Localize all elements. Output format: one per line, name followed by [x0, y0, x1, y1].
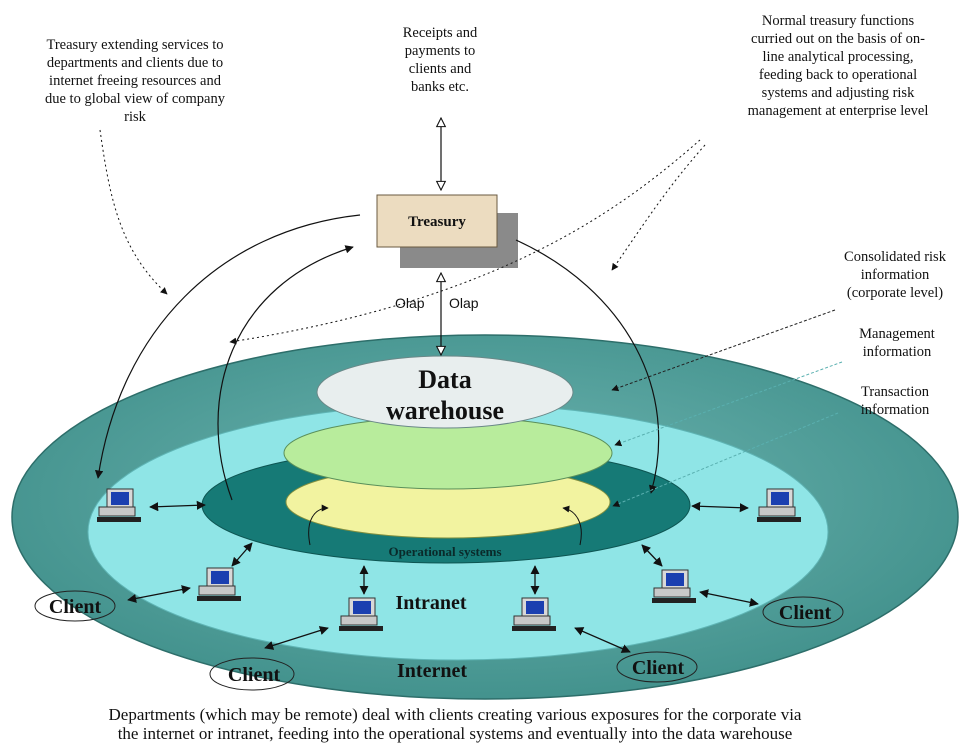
link-client-right: [699, 589, 759, 607]
management-pointer: [614, 361, 843, 447]
intranet-label: Intranet: [395, 592, 466, 614]
note-management-line: information: [863, 344, 932, 360]
annotation-left-dotted: [99, 129, 168, 295]
client-left-ellipse: [34, 590, 116, 622]
note-top-center: Receipts and payments to clients and ban…: [403, 25, 478, 95]
note-top-right-line: systems and adjusting risk: [762, 85, 915, 101]
client-bottom-left-label: Client: [228, 664, 281, 686]
internet-label: Internet: [397, 660, 467, 682]
note-top-left-line: due to global view of company: [45, 91, 226, 107]
client-right-label: Client: [779, 602, 832, 624]
note-top-center-line: clients and: [409, 61, 472, 77]
note-top-center-line: banks etc.: [411, 79, 469, 95]
note-top-left-line: departments and clients due to: [47, 55, 223, 71]
computer-icon-left: [97, 488, 141, 522]
note-management-line: Management: [859, 326, 935, 342]
note-top-left-line: Treasury extending services to: [46, 37, 223, 53]
note-top-center-line: payments to: [405, 43, 475, 59]
link-left-computer-ops: [149, 500, 206, 512]
link-client-bottom-left: [264, 626, 329, 650]
note-consolidated: Consolidated risk information (corporate…: [844, 249, 947, 301]
data-warehouse-label-1: Data: [418, 365, 471, 394]
olap-right-label: Olap: [449, 295, 479, 311]
note-top-left-line: risk: [124, 109, 147, 125]
note-transaction: Transaction information: [861, 384, 930, 418]
curl-arrow-left: [308, 504, 329, 546]
note-top-right-line: feeding back to operational: [759, 67, 917, 83]
computer-icon-center-right: [512, 597, 556, 631]
link-lowerright-computer-ops: [641, 544, 663, 567]
link-right-computer-ops: [691, 501, 749, 513]
computer-icon-lower-right: [652, 569, 696, 603]
data-warehouse-label-2: warehouse: [386, 396, 504, 425]
note-top-right: Normal treasury functions curried out on…: [748, 13, 929, 119]
note-top-left: Treasury extending services to departmen…: [45, 37, 226, 125]
treasury-box: [376, 194, 498, 248]
computer-icon-right: [757, 488, 801, 522]
client-bottom-right-ellipse: [616, 651, 698, 683]
note-consolidated-line: Consolidated risk: [844, 249, 947, 265]
ops-to-treasury-arrow: [217, 245, 354, 501]
note-top-right-line: line analytical processing,: [763, 49, 914, 65]
consolidated-pointer: [611, 309, 836, 392]
caption-line: Departments (which may be remote) deal w…: [109, 705, 802, 724]
client-right-ellipse: [762, 596, 844, 628]
caption: Departments (which may be remote) deal w…: [109, 705, 802, 743]
operational-systems-label: Operational systems: [388, 544, 501, 559]
treasury-to-right-arrow: [515, 239, 660, 494]
curl-arrow-right: [562, 505, 582, 546]
note-management: Management information: [859, 326, 935, 360]
note-top-center-line: Receipts and: [403, 25, 478, 41]
link-client-bottom-right: [574, 627, 631, 653]
note-consolidated-line: information: [861, 267, 930, 283]
client-bottom-right-label: Client: [632, 657, 685, 679]
caption-line: the internet or intranet, feeding into t…: [118, 724, 793, 743]
note-top-right-line: Normal treasury functions: [762, 13, 915, 29]
computer-icon-center-left: [339, 597, 383, 631]
treasury-to-left-arrow: [94, 214, 361, 479]
client-bottom-left-ellipse: [209, 657, 295, 691]
treasury-label: Treasury: [408, 214, 466, 230]
annotation-right-dotted-2: [611, 144, 706, 271]
client-left-label: Client: [49, 596, 102, 618]
note-top-left-line: internet freeing resources and: [49, 73, 222, 89]
computer-icon-lower-left: [197, 567, 241, 601]
link-client-left: [127, 585, 191, 603]
olap-left-label: Olap: [395, 295, 425, 311]
note-transaction-line: Transaction: [861, 384, 930, 400]
link-lowerleft-computer-ops: [231, 542, 253, 567]
note-top-right-line: management at enterprise level: [748, 103, 929, 119]
note-top-right-line: curried out on the basis of on-: [751, 31, 925, 47]
note-consolidated-line: (corporate level): [847, 285, 943, 301]
transaction-pointer: [612, 412, 839, 507]
note-transaction-line: information: [861, 402, 930, 418]
